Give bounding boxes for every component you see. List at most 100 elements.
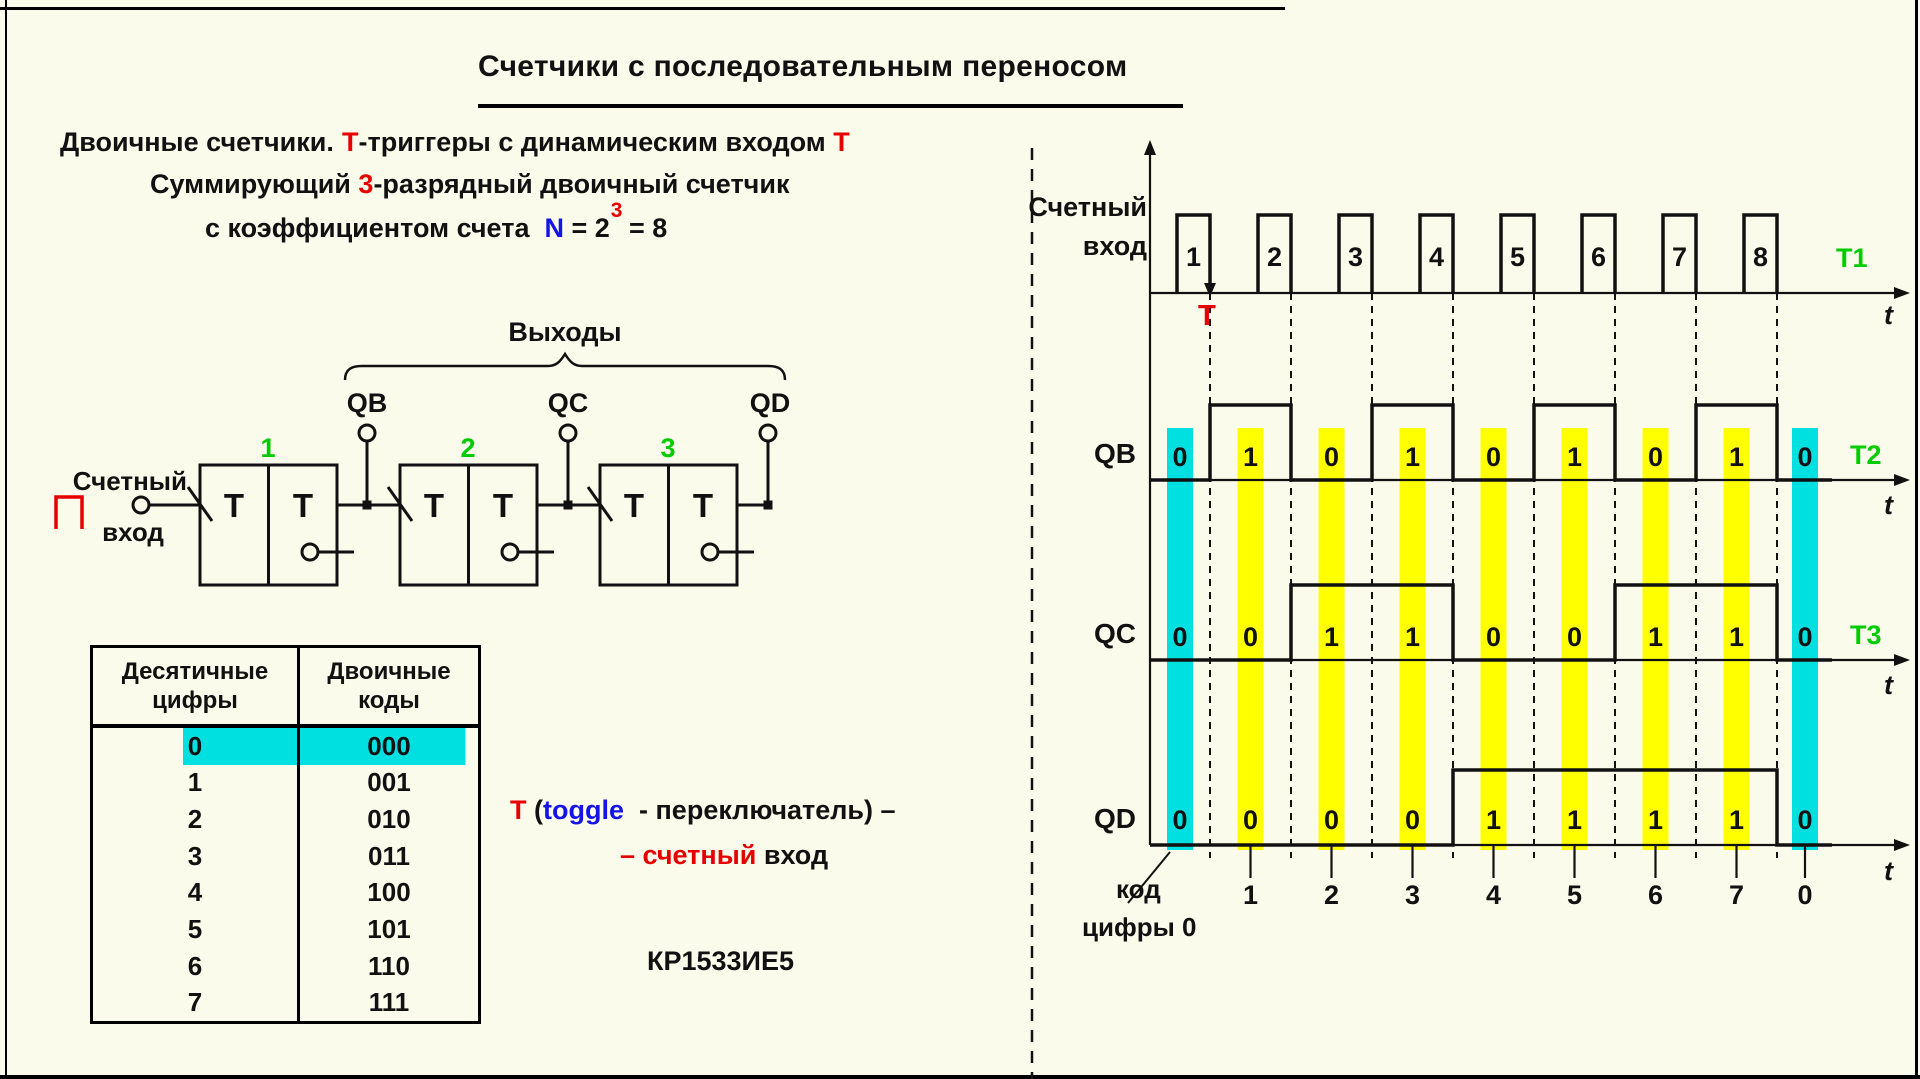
- t2-series-label: T2: [1850, 440, 1882, 470]
- waveform-digit: 0: [1485, 442, 1502, 472]
- waveform-digit: 0: [1404, 805, 1421, 835]
- clock-pulse: [1742, 213, 1779, 293]
- t-cell-label: Т: [293, 487, 313, 524]
- note-open: (: [526, 795, 543, 825]
- table-cell-decimal: 7: [93, 984, 300, 1021]
- header-line: Десятичные: [121, 658, 269, 685]
- t1-series-label: T1: [1836, 243, 1868, 273]
- stage-number-2: 2: [460, 433, 475, 463]
- table-cell-binary: 110: [368, 950, 410, 981]
- dynamic-input-slash: [386, 486, 414, 522]
- waveform-digit: 0: [1242, 622, 1259, 652]
- exponent-3: 3: [610, 199, 623, 222]
- timeline-column-bar: [1642, 428, 1669, 850]
- stage-number-1: 1: [260, 433, 275, 463]
- waveform-digit: 1: [1728, 622, 1745, 652]
- table-cell-binary: 111: [368, 987, 410, 1018]
- time-axis-label: t: [1884, 300, 1893, 330]
- count-input-label-2: вход: [102, 517, 164, 547]
- clock-pulse: [1661, 213, 1698, 293]
- qb-row-label: QB: [1094, 438, 1136, 469]
- qd-row-label: QD: [1094, 803, 1136, 834]
- intro-line3-post: = 8: [621, 213, 668, 243]
- t-letter: Т: [510, 795, 527, 825]
- waveform-digit: 0: [1647, 442, 1664, 472]
- count-input-label-1: Счетный: [73, 466, 187, 496]
- toggle-note-line1: Т (toggle - переключатель) –: [510, 795, 896, 826]
- waveform-digit: 1: [1242, 442, 1259, 472]
- pulse-icon: [54, 495, 84, 529]
- outputs-brace: [343, 351, 787, 381]
- intro-line2-pre: Суммирующий: [150, 169, 359, 199]
- intro-line1-left: Двоичные счетчики.: [60, 127, 334, 157]
- table-cell-decimal: 0: [93, 728, 300, 765]
- qc-terminal: [558, 423, 578, 443]
- table-row: 7 111: [93, 984, 478, 1021]
- timeline-column-bar: [1318, 428, 1345, 850]
- clock-pulse: [1256, 213, 1293, 293]
- pulse-number: 4: [1428, 242, 1445, 272]
- chip-label: КР1533ИЕ5: [647, 946, 794, 976]
- pulse-number: 6: [1590, 242, 1607, 272]
- bottom-number: 1: [1242, 880, 1259, 910]
- clock-pulse: [1580, 213, 1617, 293]
- waveform-digit: 1: [1485, 805, 1502, 835]
- waveform-digit: 0: [1797, 442, 1813, 472]
- code-callout-line: [1127, 851, 1171, 904]
- waveform-digit: 1: [1404, 622, 1421, 652]
- toggle-note-line2: – счетный вход: [620, 840, 828, 871]
- timing-input-label-2: вход: [1082, 231, 1147, 261]
- timeline-column-bar: [1399, 428, 1426, 850]
- table-cell-decimal: 4: [93, 874, 300, 912]
- table-cell-decimal: 5: [93, 911, 300, 948]
- trigger-edge-arrow: [1204, 283, 1216, 297]
- pulse-number: 1: [1185, 242, 1202, 272]
- code-callout-line2: цифры 0: [1082, 912, 1197, 942]
- t-letter: Т: [833, 127, 850, 157]
- time-axis-label: t: [1884, 490, 1893, 520]
- table-cell-binary: 010: [367, 804, 411, 835]
- waveform-digit: 0: [1797, 622, 1813, 652]
- time-axis-label: t: [1884, 670, 1893, 700]
- axis-arrow-right: [1894, 839, 1910, 851]
- timeline-column-bar: [1723, 428, 1750, 850]
- waveform-digit: 1: [1404, 442, 1421, 472]
- clock-pulse: [1337, 213, 1374, 293]
- t-cell-label: Т: [224, 487, 244, 524]
- table-cell-binary: 101: [367, 913, 411, 944]
- t-cell-label: Т: [424, 487, 444, 524]
- note-line2-red: – счетный: [620, 840, 757, 870]
- pulse-number: 3: [1347, 242, 1364, 272]
- t-cell-label: Т: [493, 487, 513, 524]
- intro-line1-mid: -триггеры с динамическим входом: [358, 127, 834, 157]
- table-cell-binary: 011: [368, 840, 410, 871]
- note-rest: - переключатель) –: [624, 795, 896, 825]
- trigger-period-label: Т: [1198, 300, 1216, 332]
- frame-border-right: [1915, 0, 1918, 1079]
- timeline-column-bar: [1167, 428, 1193, 850]
- intro-line1-right: Т-триггеры с динамическим входом Т: [342, 127, 850, 158]
- title-underline: [478, 104, 1183, 108]
- table-cell-decimal: 3: [93, 837, 300, 875]
- qb-label: QB: [347, 388, 388, 418]
- timeline-column-bar: [1237, 428, 1264, 850]
- waveform-digit: 0: [1172, 622, 1188, 652]
- outputs-label: Выходы: [508, 317, 621, 347]
- toggle-word: toggle: [543, 795, 624, 825]
- bottom-number: 4: [1485, 880, 1502, 910]
- qd-label: QD: [750, 388, 791, 418]
- waveform-digit: 0: [1242, 805, 1259, 835]
- intro-line3-pre: с коэффициентом счета: [205, 213, 545, 243]
- bottom-number: 2: [1323, 880, 1340, 910]
- qc-label: QC: [548, 388, 589, 418]
- table-cell-binary: 100: [367, 877, 411, 908]
- n-symbol: N: [544, 213, 564, 243]
- waveform-digit: 1: [1647, 805, 1664, 835]
